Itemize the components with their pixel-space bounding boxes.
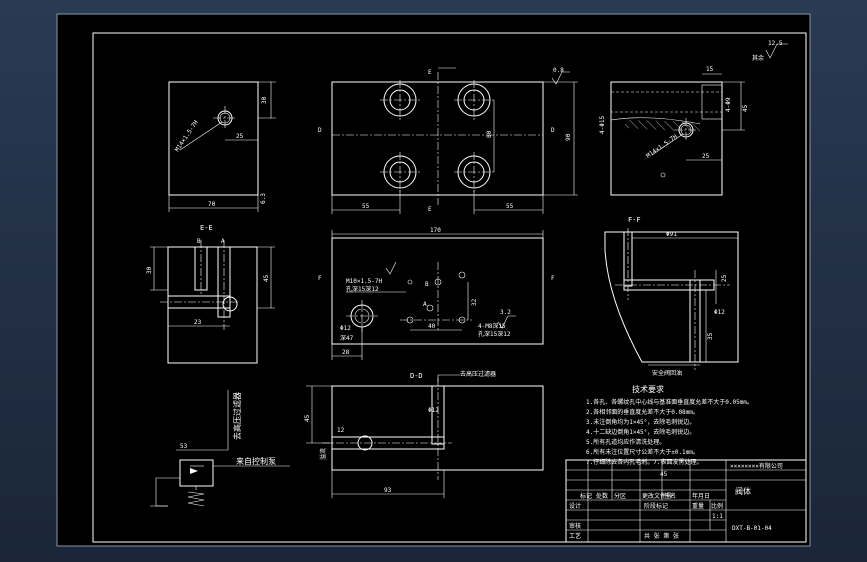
tech-item-1: 1.各孔、各螺纹孔中心线与基准面垂直度允差不大于0.05mm。	[586, 398, 753, 406]
svg-text:其余: 其余	[752, 54, 764, 62]
svg-text:审核: 审核	[569, 522, 581, 530]
svg-text:55: 55	[506, 203, 514, 210]
tech-item-2: 2.各相邻面的垂直度允差不大于0.08mm。	[586, 408, 699, 416]
svg-text:4-M8深15: 4-M8深15	[478, 322, 506, 330]
svg-text:4-Φ15: 4-Φ15	[599, 116, 606, 134]
svg-text:设计: 设计	[569, 502, 581, 510]
svg-text:15: 15	[706, 66, 714, 73]
svg-text:××××××××有限公司: ××××××××有限公司	[730, 462, 783, 470]
svg-text:53: 53	[180, 443, 188, 450]
title-block: 标记 处数 分区 更改文件号 签名 年月日 设计 审核 工艺 阶段标记 重量 比…	[565, 459, 807, 543]
svg-text:重量: 重量	[692, 502, 704, 510]
section-e-e: E-E B A 30 45 23	[146, 224, 275, 364]
svg-text:0.8: 0.8	[553, 67, 564, 74]
view-bottom-middle: 170 F F B A 32 40 M10×1.5-7H 孔深15深12 Φ12…	[318, 227, 555, 360]
svg-text:93: 93	[384, 487, 392, 494]
svg-text:比例: 比例	[711, 502, 723, 510]
svg-text:E: E	[428, 206, 432, 213]
svg-text:E-E: E-E	[200, 224, 213, 232]
svg-text:D-D: D-D	[410, 372, 423, 380]
svg-text:23: 23	[194, 319, 202, 326]
svg-text:来自控制泵: 来自控制泵	[236, 456, 276, 466]
svg-text:F-F: F-F	[628, 216, 641, 224]
svg-text:技术要求: 技术要求	[632, 384, 664, 394]
svg-text:F: F	[551, 275, 555, 282]
svg-text:1:1: 1:1	[712, 513, 723, 520]
svg-text:170: 170	[430, 227, 441, 234]
svg-text:25: 25	[236, 133, 244, 140]
hydraulic-schematic: 去高压过滤器 53 来自控制泵	[150, 390, 290, 507]
svg-text:年月日: 年月日	[692, 492, 710, 500]
svg-text:标记: 标记	[580, 492, 592, 500]
svg-text:45: 45	[263, 274, 270, 282]
svg-text:M10×1.5-7H: M10×1.5-7H	[346, 278, 383, 285]
svg-text:3.2: 3.2	[500, 309, 511, 316]
svg-text:25: 25	[721, 274, 728, 282]
svg-text:45: 45	[304, 414, 311, 422]
svg-text:A: A	[221, 238, 225, 245]
svg-text:45: 45	[660, 471, 668, 478]
svg-text:32: 32	[471, 298, 478, 306]
svg-text:Φ12: Φ12	[340, 325, 351, 332]
svg-text:D: D	[318, 127, 322, 134]
svg-text:Φ91: Φ91	[666, 231, 677, 238]
svg-text:55: 55	[362, 203, 370, 210]
svg-text:去高压过滤器: 去高压过滤器	[460, 370, 496, 378]
tech-item-4: 4.十二缺边倒角1×45°，去除毛刺锐边。	[586, 428, 695, 436]
technical-requirements: 技术要求 1.各孔、各螺纹孔中心线与基准面垂直度允差不大于0.05mm。 2.各…	[586, 384, 753, 466]
section-f-f: F-F Φ91 25 Φ12 35 安全阀回油	[604, 216, 739, 377]
svg-text:孔深15深12: 孔深15深12	[478, 330, 511, 338]
counterbore-holes	[380, 80, 494, 192]
tech-item-7: 7.仔细除去各内孔毛刺。7.表面发黑处理。	[586, 458, 702, 466]
svg-text:30: 30	[261, 96, 268, 104]
section-d-d: D-D 去高压过滤器 Φ12 45 12 溢流 93	[304, 370, 544, 498]
general-roughness: 其余 12.5	[752, 40, 788, 62]
svg-text:分区: 分区	[614, 492, 626, 500]
svg-text:签名: 签名	[664, 492, 676, 500]
svg-text:处数: 处数	[596, 492, 608, 500]
svg-text:D: D	[551, 127, 555, 134]
view-main: E E D D 80 90 55 55 0.8	[318, 67, 578, 214]
svg-text:更改文件号: 更改文件号	[642, 492, 672, 500]
svg-text:45: 45	[742, 104, 749, 112]
svg-text:B: B	[425, 281, 429, 288]
svg-text:30: 30	[146, 266, 153, 274]
svg-text:Φ12: Φ12	[428, 407, 439, 414]
svg-text:F: F	[318, 275, 322, 282]
svg-text:溢流: 溢流	[319, 448, 327, 460]
svg-text:去高压过滤器: 去高压过滤器	[232, 392, 242, 440]
svg-text:25: 25	[702, 153, 710, 160]
drawing-border	[92, 32, 807, 543]
svg-text:阶段标记: 阶段标记	[644, 502, 668, 510]
tech-item-3: 3.未注倒角均为1×45°，去除毛刺锐边。	[586, 418, 695, 426]
svg-text:深47: 深47	[340, 334, 354, 342]
svg-text:DXT-B-01-04: DXT-B-01-04	[732, 525, 772, 532]
svg-text:90: 90	[565, 133, 572, 141]
svg-text:共 张 第 张: 共 张 第 张	[644, 532, 679, 540]
svg-text:安全阀回油: 安全阀回油	[652, 369, 682, 377]
svg-text:80: 80	[486, 130, 493, 138]
svg-text:A: A	[423, 301, 427, 308]
svg-text:12.5: 12.5	[768, 40, 783, 47]
svg-text:28: 28	[342, 349, 350, 356]
svg-text:Φ12: Φ12	[714, 309, 725, 316]
svg-text:B: B	[197, 238, 201, 245]
svg-text:6.3: 6.3	[260, 193, 267, 204]
tech-item-5: 5.所有孔道均应作清洗处理。	[586, 438, 665, 446]
svg-text:E: E	[428, 69, 432, 76]
svg-text:孔深15深12: 孔深15深12	[346, 285, 379, 293]
svg-text:12: 12	[337, 427, 345, 434]
svg-text:35: 35	[707, 332, 714, 340]
svg-text:70: 70	[208, 201, 216, 208]
tech-item-6: 6.所有未注位置尺寸公差不大于±0.1mm。	[586, 448, 699, 456]
svg-text:4-Φ9: 4-Φ9	[725, 97, 732, 112]
svg-text:40: 40	[428, 323, 436, 330]
svg-text:工艺: 工艺	[569, 532, 581, 540]
svg-text:阀体: 阀体	[735, 486, 751, 496]
